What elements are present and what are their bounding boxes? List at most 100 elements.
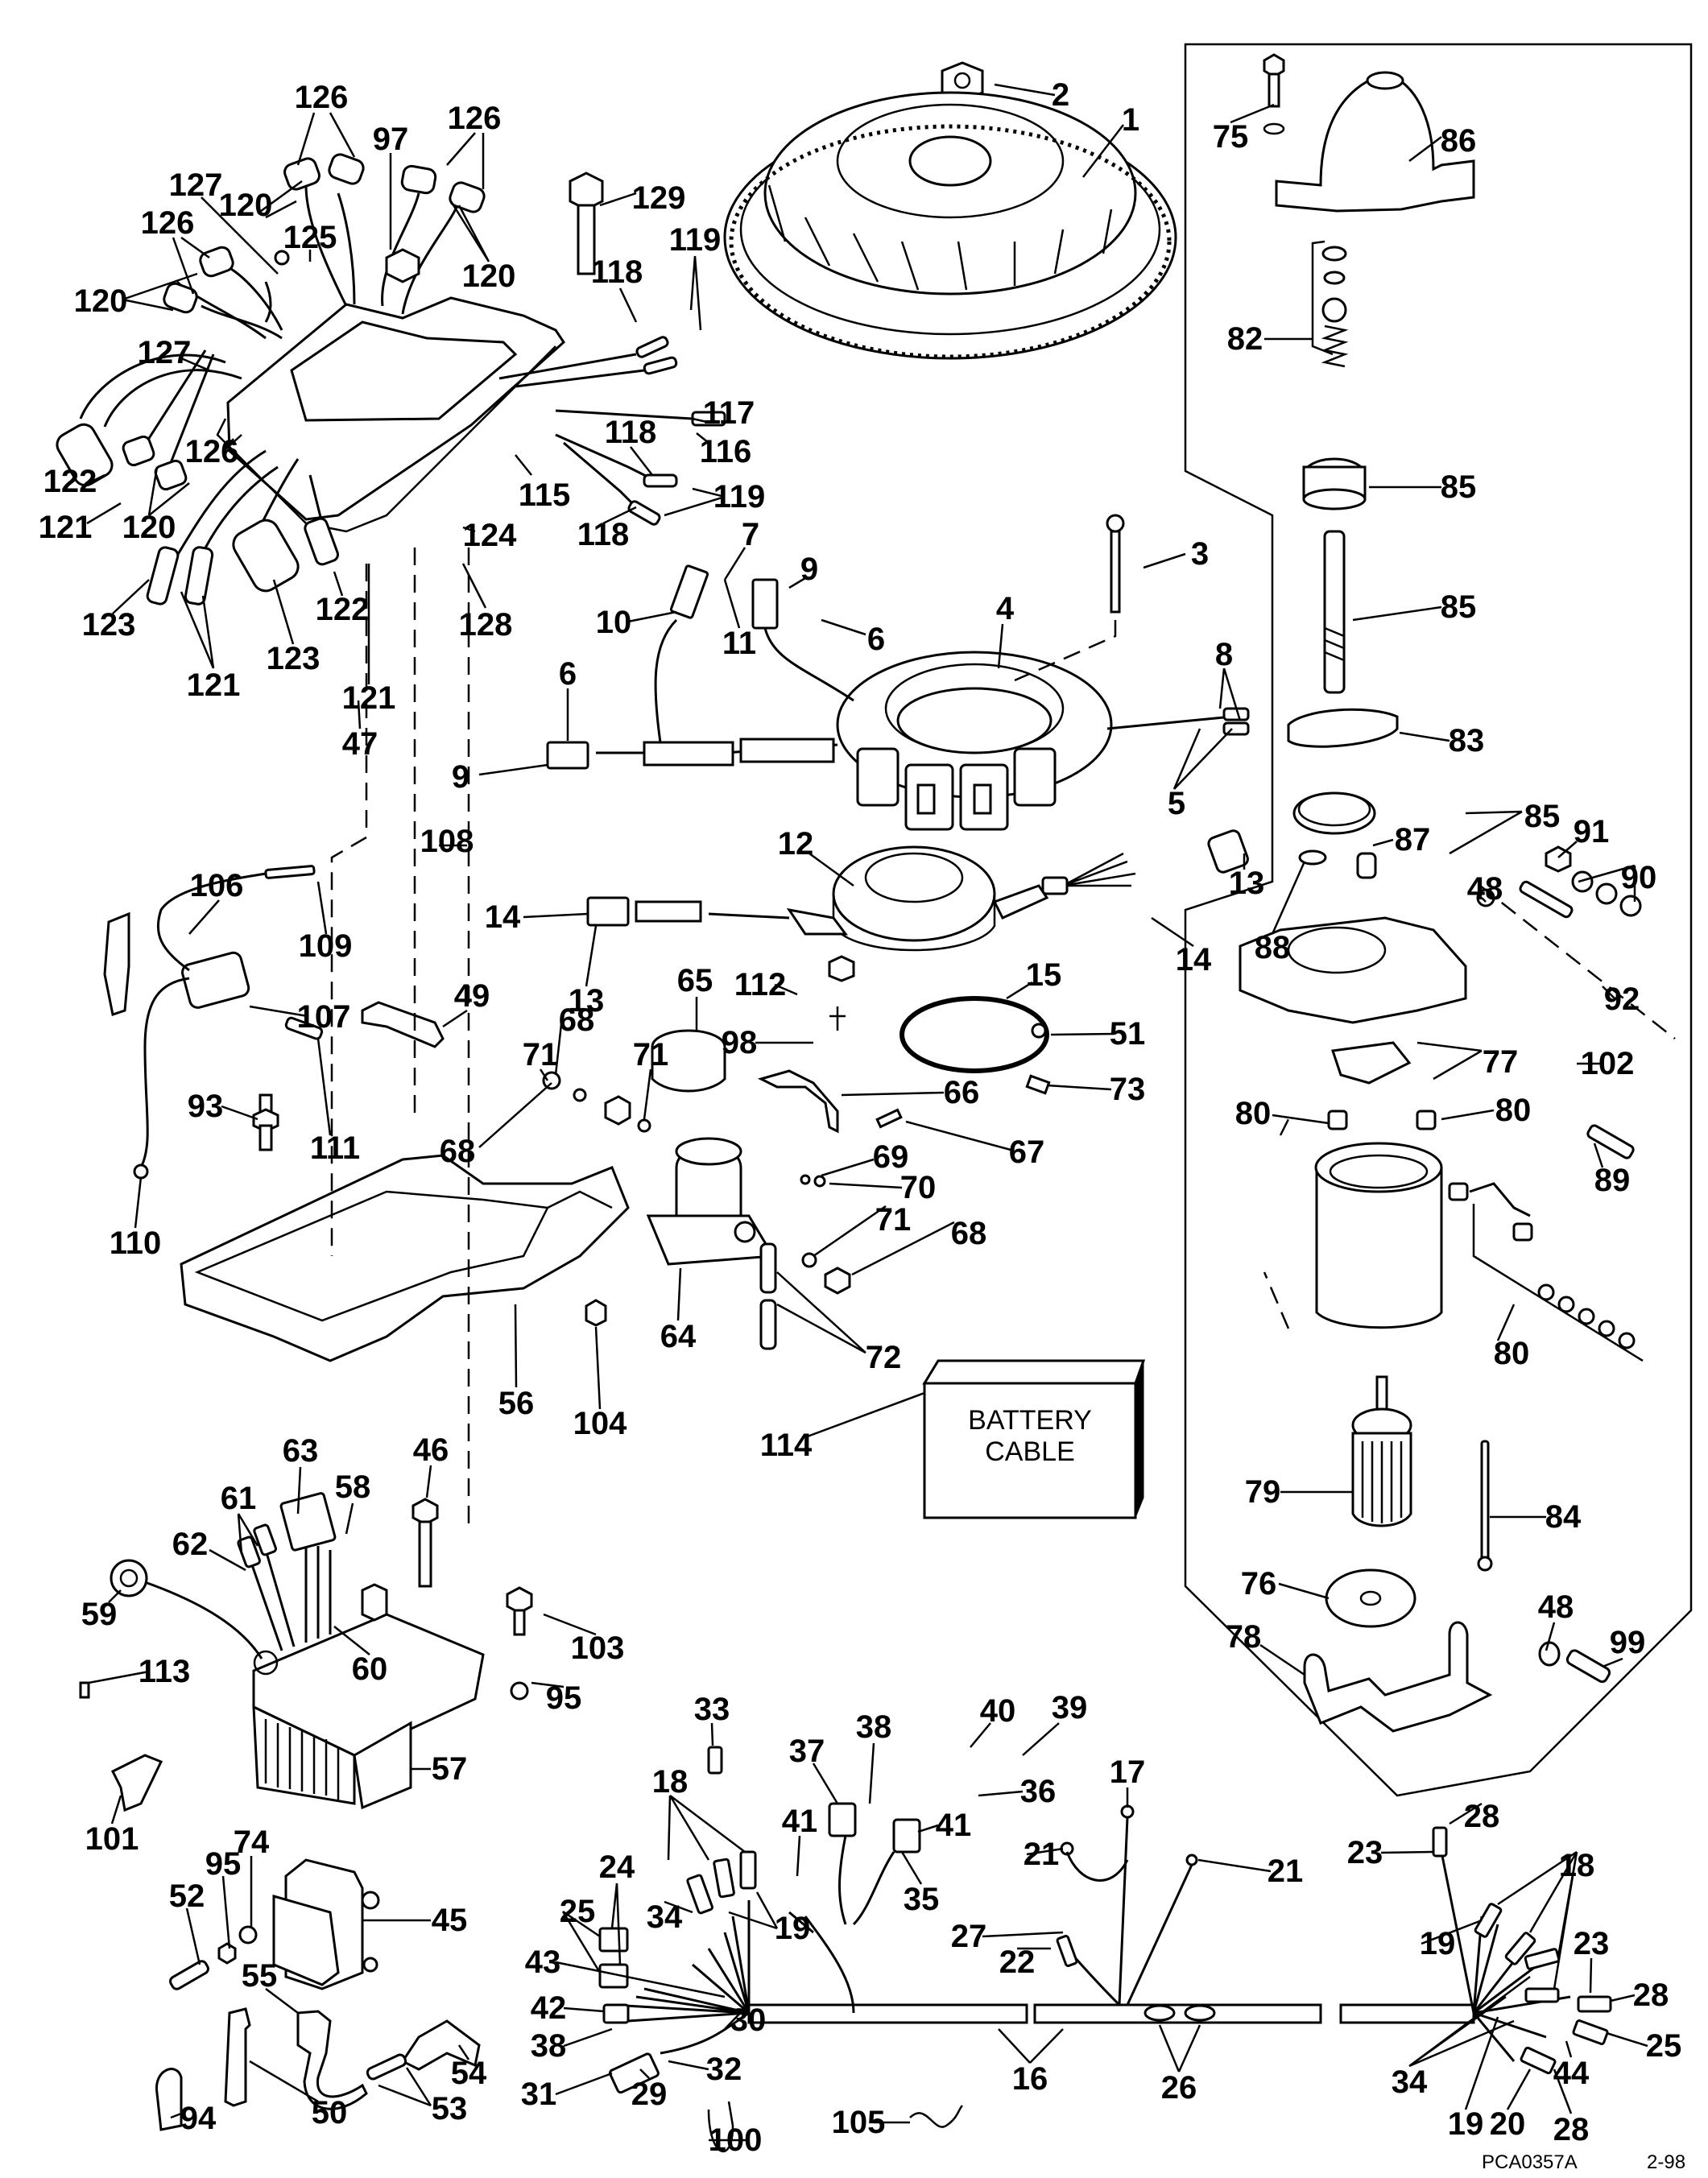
callout-128: 128 [458, 607, 513, 643]
callout-123: 123 [266, 641, 321, 676]
callout-126: 126 [447, 101, 502, 136]
callout-80: 80 [1234, 1096, 1272, 1131]
callout-115: 115 [518, 477, 571, 513]
callout-122: 122 [43, 464, 97, 499]
band-65-part [651, 1029, 726, 1093]
callout-5: 5 [1167, 786, 1186, 821]
callout-56: 56 [498, 1386, 535, 1421]
screw-3-part [1106, 514, 1125, 614]
callout-119: 119 [668, 222, 722, 258]
callout-25: 25 [1645, 2028, 1682, 2064]
callout-80: 80 [1493, 1336, 1530, 1371]
callout-94: 94 [180, 2101, 217, 2136]
callout-21: 21 [1023, 1837, 1060, 1872]
callout-102: 102 [1580, 1046, 1635, 1081]
callout-59: 59 [81, 1597, 118, 1632]
callout-49: 49 [453, 978, 490, 1014]
callout-88: 88 [1254, 930, 1291, 965]
flywheel-part [723, 91, 1177, 360]
callout-71: 71 [632, 1037, 669, 1072]
callout-58: 58 [334, 1469, 371, 1505]
callout-28: 28 [1463, 1799, 1500, 1834]
callout-125: 125 [283, 220, 337, 255]
callout-38: 38 [855, 1709, 892, 1745]
callout-95: 95 [545, 1680, 582, 1716]
callout-86: 86 [1440, 123, 1477, 159]
callout-28: 28 [1632, 1978, 1669, 2013]
callout-18: 18 [1558, 1848, 1595, 1883]
callout-39: 39 [1051, 1690, 1088, 1725]
callout-118: 118 [604, 415, 657, 450]
callout-52: 52 [168, 1878, 205, 1914]
callout-120: 120 [218, 188, 273, 223]
callout-45: 45 [431, 1903, 468, 1938]
callout-85: 85 [1524, 799, 1561, 834]
callout-90: 90 [1620, 860, 1657, 895]
callout-7: 7 [741, 517, 760, 552]
retaining-ring-part [899, 996, 1049, 1073]
starter-motor-part [1239, 53, 1676, 1733]
callout-73: 73 [1109, 1072, 1146, 1107]
clip-101-part [110, 1754, 163, 1812]
callout-121: 121 [341, 680, 396, 716]
callout-3: 3 [1190, 536, 1210, 572]
mounting-bracket-part [180, 1154, 630, 1362]
plate-106-part [103, 911, 130, 1016]
sensor-107-part [133, 865, 316, 1180]
callout-127: 127 [168, 167, 223, 203]
callout-54: 54 [450, 2056, 487, 2091]
callout-68: 68 [950, 1216, 987, 1251]
callout-127: 127 [137, 335, 192, 370]
callout-44: 44 [1553, 2056, 1590, 2091]
clip-94-part [155, 2068, 183, 2131]
callout-105: 105 [831, 2105, 886, 2140]
callout-9: 9 [800, 552, 819, 587]
starter-group-outline [1184, 43, 1693, 1797]
callout-112: 112 [734, 967, 787, 1002]
callout-32: 32 [705, 2052, 742, 2087]
callout-118: 118 [590, 254, 643, 290]
callout-16: 16 [1011, 2061, 1048, 2097]
callout-69: 69 [872, 1139, 909, 1175]
callout-126: 126 [294, 80, 349, 115]
callout-74: 74 [233, 1825, 270, 1860]
callout-78: 78 [1225, 1619, 1262, 1655]
callout-100: 100 [708, 2122, 763, 2158]
callout-68: 68 [558, 1002, 595, 1038]
callout-65: 65 [676, 963, 713, 998]
callout-118: 118 [577, 517, 630, 552]
callout-97: 97 [372, 122, 409, 157]
callout-25: 25 [559, 1894, 596, 1929]
callout-104: 104 [573, 1406, 627, 1441]
callout-72: 72 [865, 1340, 902, 1375]
callout-14: 14 [1175, 942, 1212, 977]
callout-108: 108 [420, 824, 474, 859]
callout-79: 79 [1244, 1474, 1281, 1510]
callout-14: 14 [484, 899, 521, 935]
callout-70: 70 [899, 1170, 937, 1205]
callout-27: 27 [950, 1919, 987, 1954]
clamp-66-part [757, 1069, 839, 1134]
callout-64: 64 [660, 1319, 697, 1354]
callout-19: 19 [1447, 2106, 1484, 2142]
callout-26: 26 [1160, 2070, 1197, 2106]
callout-12: 12 [777, 826, 814, 862]
callout-121: 121 [38, 510, 93, 545]
callout-6: 6 [866, 622, 886, 657]
callout-24: 24 [598, 1849, 635, 1885]
callout-51: 51 [1109, 1016, 1146, 1052]
callout-6: 6 [558, 656, 577, 692]
callout-103: 103 [570, 1630, 625, 1666]
callout-101: 101 [85, 1821, 139, 1857]
callout-13: 13 [1228, 866, 1265, 901]
battery-cable-label: BATTERY CABLE [924, 1405, 1135, 1468]
callout-87: 87 [1394, 822, 1431, 858]
callout-116: 116 [699, 434, 752, 469]
stator-part [546, 564, 1250, 831]
callout-106: 106 [189, 868, 244, 903]
bracket-49-part [361, 1001, 445, 1048]
callout-99: 99 [1609, 1625, 1646, 1660]
callout-20: 20 [1489, 2106, 1526, 2142]
